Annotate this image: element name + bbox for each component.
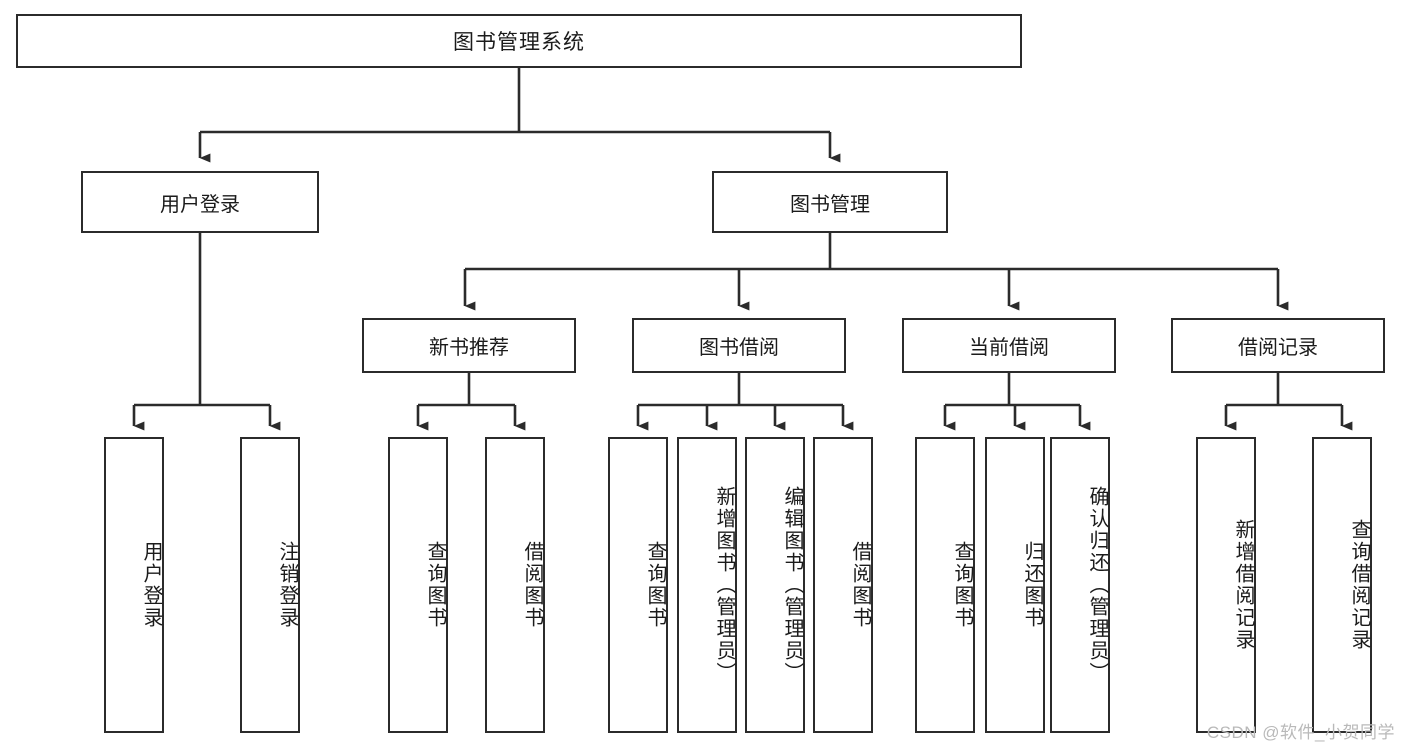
leaf-current-query-book[interactable]: 查询图书 (915, 437, 975, 733)
node-label: 注销登录 (276, 541, 298, 629)
node-root-system[interactable]: 图书管理系统 (16, 14, 1022, 68)
node-borrow-record[interactable]: 借阅记录 (1171, 318, 1385, 373)
node-user-login[interactable]: 用户登录 (81, 171, 319, 233)
node-label: 用户登录 (160, 193, 240, 216)
node-label: 新增借阅记录 (1232, 519, 1254, 651)
node-label: 图书管理系统 (453, 31, 585, 54)
node-label: 用户登录 (140, 541, 162, 629)
node-label: 编辑图书（管理员） (781, 486, 803, 684)
leaf-user-login-signin[interactable]: 用户登录 (104, 437, 164, 733)
node-book-borrow[interactable]: 图书借阅 (632, 318, 846, 373)
node-label: 借阅记录 (1238, 337, 1318, 359)
node-label: 新增图书（管理员） (713, 486, 735, 684)
node-label: 借阅图书 (521, 541, 543, 629)
node-label: 查询图书 (424, 541, 446, 629)
leaf-recommend-query-book[interactable]: 查询图书 (388, 437, 448, 733)
node-label: 新书推荐 (429, 337, 509, 359)
node-label: 查询图书 (951, 541, 973, 629)
node-label: 查询图书 (644, 541, 666, 629)
leaf-borrow-edit-book-admin[interactable]: 编辑图书（管理员） (745, 437, 805, 733)
node-new-book-recommend[interactable]: 新书推荐 (362, 318, 576, 373)
leaf-borrow-borrow-book[interactable]: 借阅图书 (813, 437, 873, 733)
leaf-user-login-signout[interactable]: 注销登录 (240, 437, 300, 733)
node-current-borrow[interactable]: 当前借阅 (902, 318, 1116, 373)
watermark: CSDN @软件_小贺同学 (1206, 723, 1395, 742)
leaf-record-query-record[interactable]: 查询借阅记录 (1312, 437, 1372, 733)
leaf-current-confirm-return-admin[interactable]: 确认归还（管理员） (1050, 437, 1110, 733)
node-label: 图书借阅 (699, 337, 779, 359)
leaf-recommend-borrow-book[interactable]: 借阅图书 (485, 437, 545, 733)
node-label: 当前借阅 (969, 337, 1049, 359)
leaf-borrow-add-book-admin[interactable]: 新增图书（管理员） (677, 437, 737, 733)
node-label: 归还图书 (1021, 541, 1043, 629)
node-label: 图书管理 (790, 193, 870, 216)
leaf-borrow-query-book[interactable]: 查询图书 (608, 437, 668, 733)
node-book-management[interactable]: 图书管理 (712, 171, 948, 233)
node-label: 借阅图书 (849, 541, 871, 629)
leaf-record-add-record[interactable]: 新增借阅记录 (1196, 437, 1256, 733)
node-label: 确认归还（管理员） (1086, 486, 1108, 684)
node-label: 查询借阅记录 (1348, 519, 1370, 651)
leaf-current-return-book[interactable]: 归还图书 (985, 437, 1045, 733)
